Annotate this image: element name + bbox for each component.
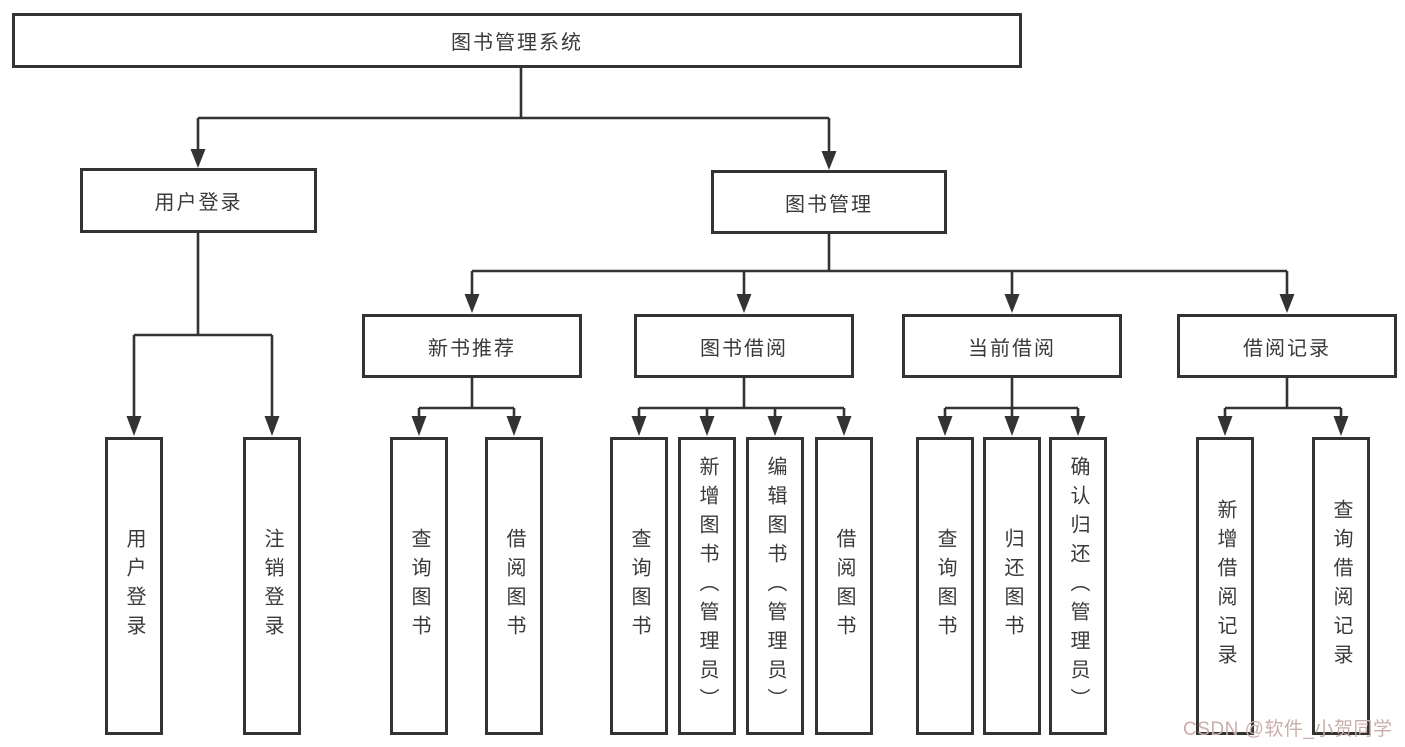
- node-book-borrow: 图书借阅: [634, 314, 854, 378]
- node-current-borrow: 当前借阅: [902, 314, 1122, 378]
- leaf-logout: 注销登录: [243, 437, 301, 735]
- leaf-add-books-admin: 新增图书（管理员）: [678, 437, 736, 735]
- leaf-query-books-borrow: 查询图书: [610, 437, 668, 735]
- leaf-confirm-return-admin: 确认归还（管理员）: [1049, 437, 1107, 735]
- leaf-query-borrow-record: 查询借阅记录: [1312, 437, 1370, 735]
- leaf-query-books-recommend: 查询图书: [390, 437, 448, 735]
- leaf-borrow-books-recommend: 借阅图书: [485, 437, 543, 735]
- node-borrow-records: 借阅记录: [1177, 314, 1397, 378]
- node-user-login: 用户登录: [80, 168, 317, 233]
- csdn-watermark: CSDN @软件_小贺同学: [1183, 719, 1393, 740]
- leaf-borrow-books: 借阅图书: [815, 437, 873, 735]
- leaf-return-books: 归还图书: [983, 437, 1041, 735]
- node-library-management-system: 图书管理系统: [12, 13, 1022, 68]
- node-book-management: 图书管理: [711, 170, 947, 234]
- leaf-edit-books-admin: 编辑图书（管理员）: [746, 437, 804, 735]
- node-new-book-recommend: 新书推荐: [362, 314, 582, 378]
- leaf-user-login: 用户登录: [105, 437, 163, 735]
- leaf-add-borrow-record: 新增借阅记录: [1196, 437, 1254, 735]
- leaf-query-books-current: 查询图书: [916, 437, 974, 735]
